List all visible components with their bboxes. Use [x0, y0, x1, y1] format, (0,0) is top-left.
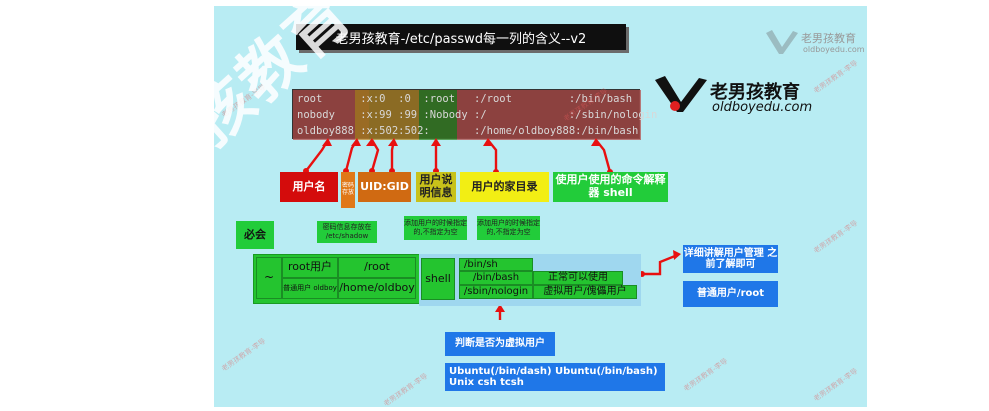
shadow-note: 密码信息存放在 /etc/shadow — [317, 221, 377, 243]
judge-virtual-user-box: 判断是否为虚拟用户 — [445, 332, 555, 356]
label-username: 用户名 — [280, 172, 338, 202]
shell-bash: /bin/bash — [459, 271, 533, 285]
brand-name: 老男孩教育 — [710, 82, 800, 103]
detail-user-mgmt-box: 详细讲解用户管理 之前了解即可 — [683, 245, 778, 273]
shell-cell: shell — [421, 258, 455, 300]
logo-mark-icon — [655, 76, 707, 112]
corner-brand-url: oldboyedu.com — [803, 45, 865, 54]
terminal-line: root :x:0 :0 :root :/root :/bin/bash — [297, 93, 633, 105]
root-home-cell: /root — [338, 257, 416, 278]
label-password: 密码 存放 — [341, 172, 355, 208]
distro-shells-box: Ubuntu(/bin/dash) Ubuntu(/bin/bash) Unix… — [445, 363, 665, 391]
brand-url: oldboyedu.com — [712, 100, 813, 115]
label-description: 用户说明信息 — [416, 172, 456, 202]
normal-home-cell: /home/oldboy — [338, 278, 416, 299]
corner-logo-icon — [766, 30, 798, 54]
label-uid-gid: UID:GID — [358, 172, 411, 202]
must-know-badge: 必会 — [236, 221, 274, 249]
shell-nologin: /sbin/nologin — [459, 285, 533, 299]
terminal-line: nobody :x:99 :99 :Nobody :/ :/sbin/nolog… — [297, 109, 658, 121]
shell-nologin-note: 虚拟用户/傀儡用户 — [533, 285, 637, 299]
label-shell: 使用户使用的命令解释器 shell — [553, 172, 668, 202]
normal-root-box: 普通用户/root — [683, 281, 778, 307]
shell-sh: /bin/sh — [459, 258, 533, 271]
terminal-line: oldboy888 :x:502:502: :/home/oldboy888:/… — [297, 125, 639, 137]
home-tilde: ~ — [256, 257, 282, 299]
corner-brand-name: 老男孩教育 — [801, 32, 856, 45]
add-user-note-1: 添加用户的时候指定的,不指定为空 — [404, 216, 467, 240]
shell-bash-note: 正常可以使用 — [533, 271, 623, 285]
label-home-dir: 用户的家目录 — [460, 172, 549, 202]
passwd-terminal: root :x:0 :0 :root :/root :/bin/bash nob… — [292, 89, 657, 140]
root-user-cell: root用户 — [282, 257, 338, 278]
normal-user-cell: 普通用户 oldboy — [282, 278, 338, 299]
slide-title: 老男孩教育-/etc/passwd每一列的含义--v2 — [296, 24, 626, 50]
add-user-note-2: 添加用户的时候指定的,不指定为空 — [477, 216, 540, 240]
